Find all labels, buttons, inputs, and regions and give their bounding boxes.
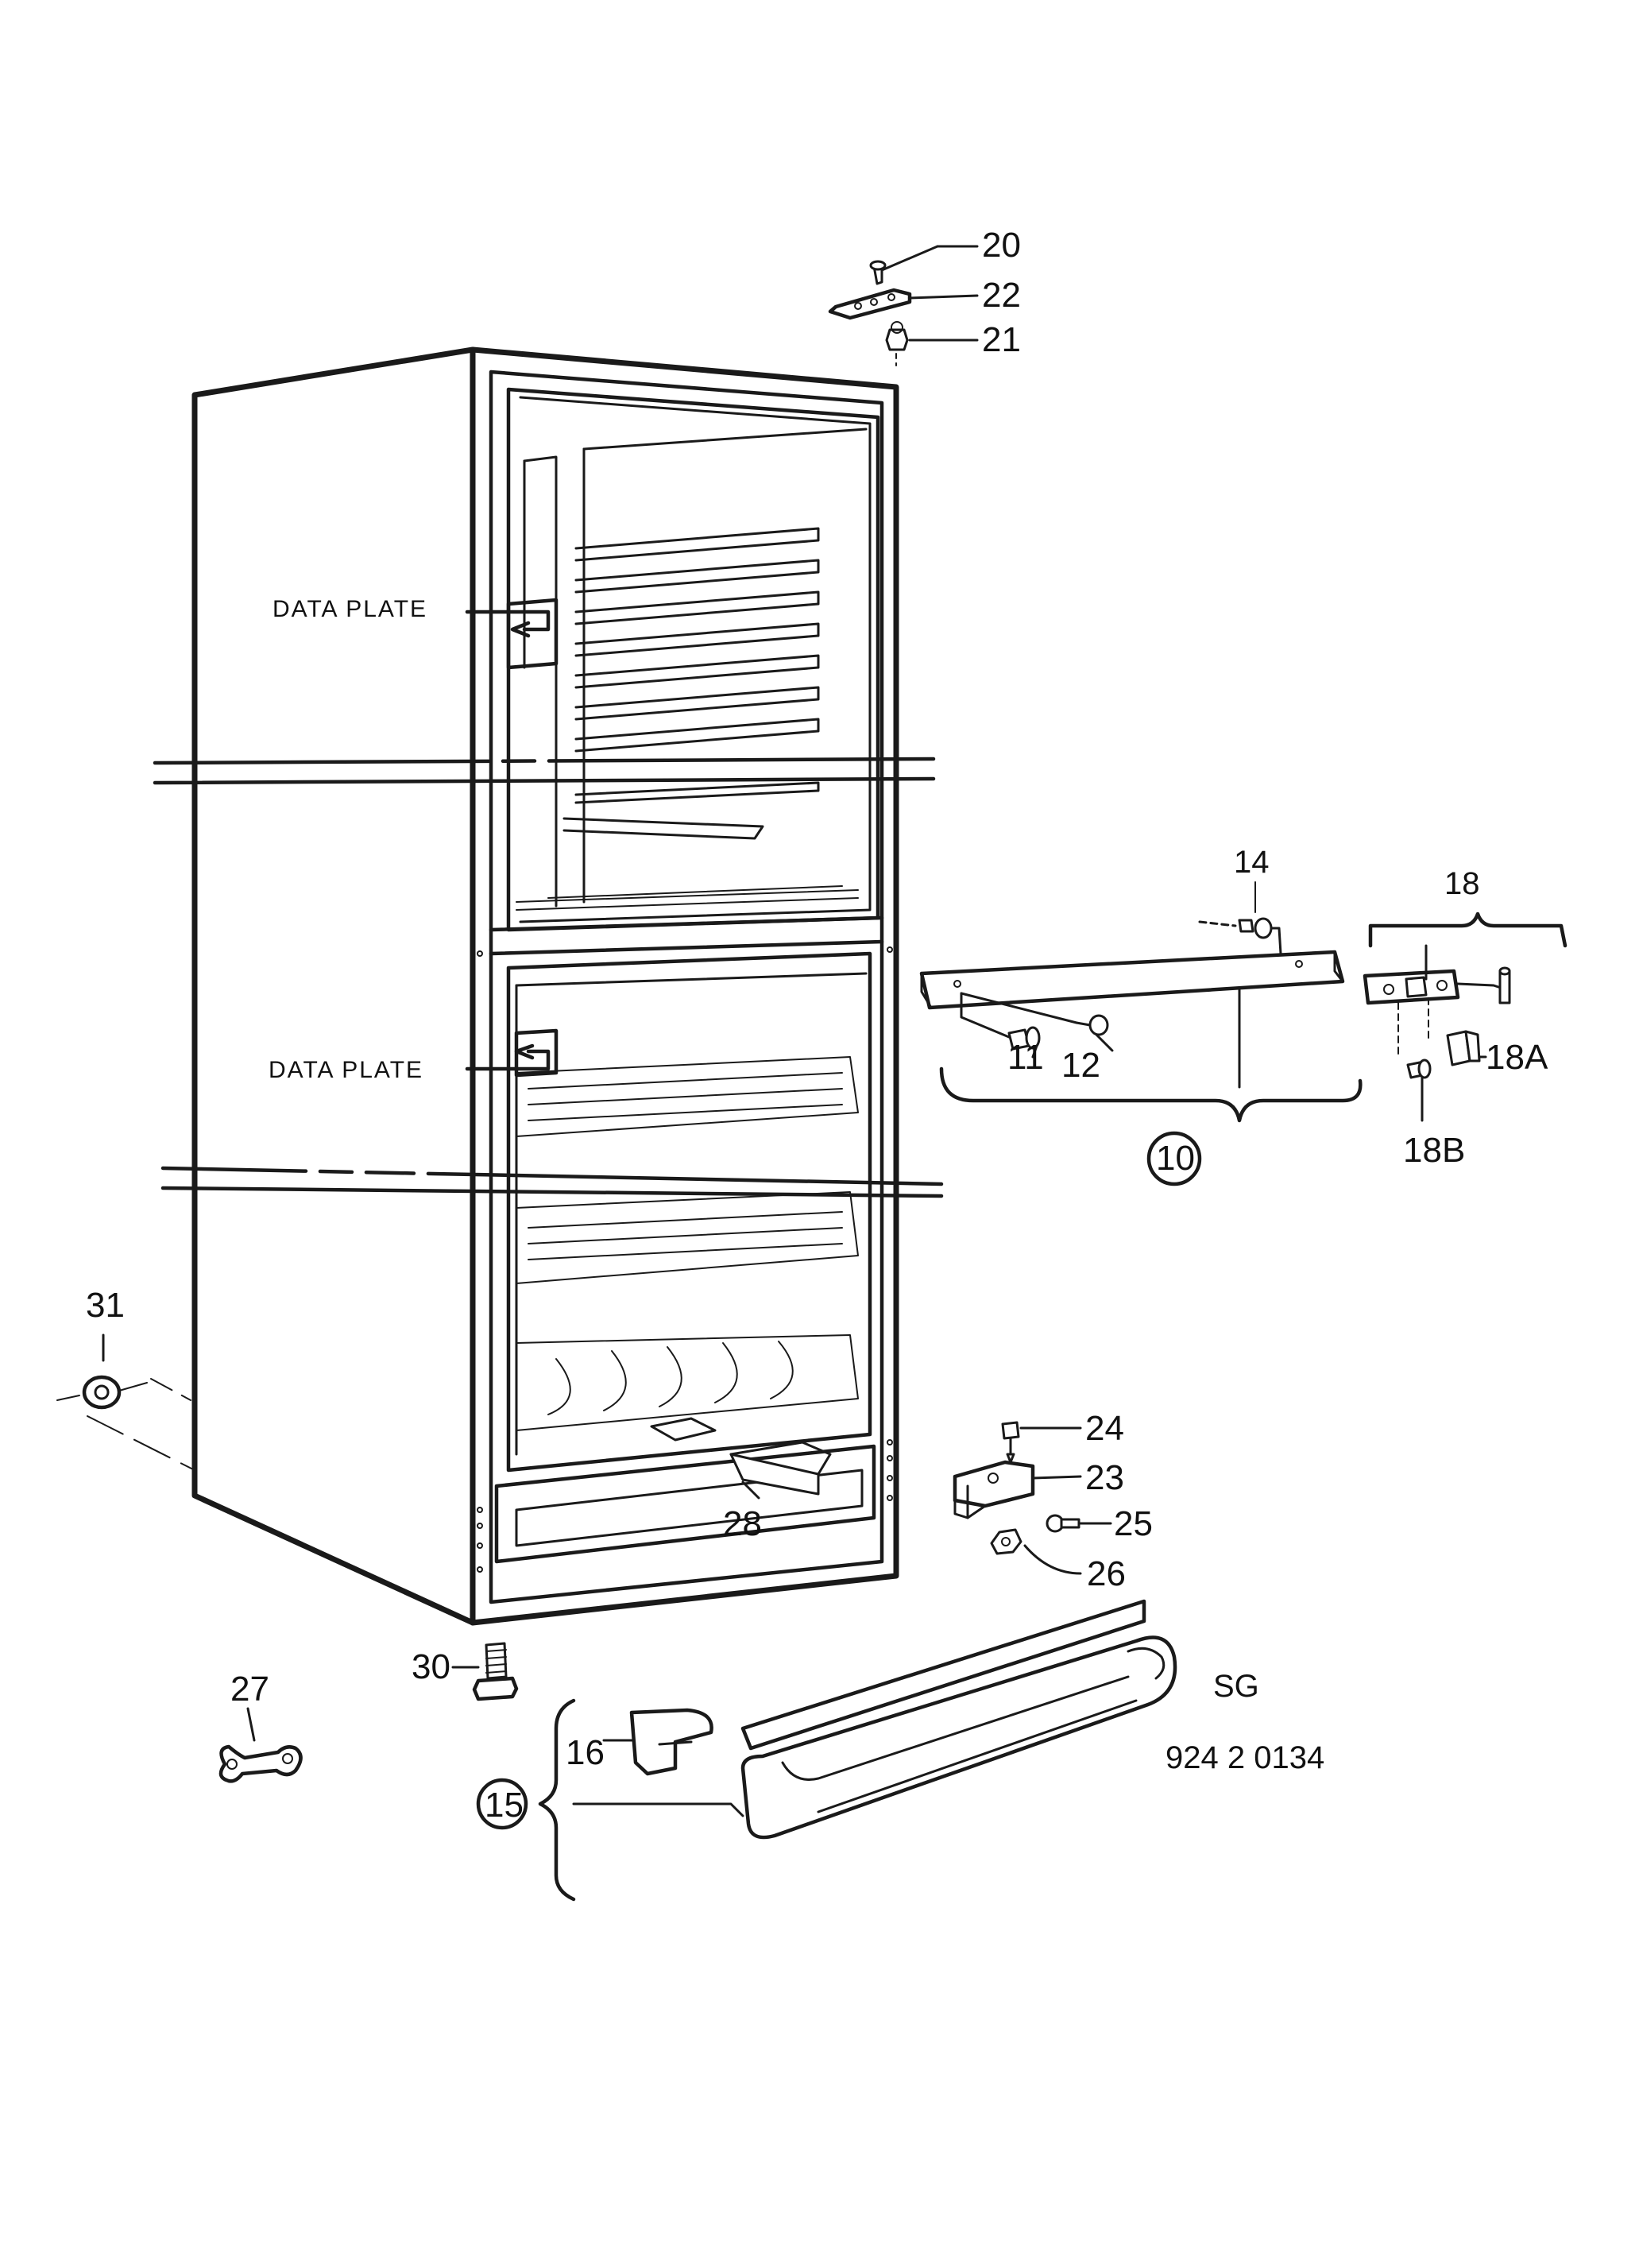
callout-22: 22: [982, 276, 1021, 315]
callout-30: 30: [412, 1647, 450, 1686]
upper-compartment-liner: [506, 428, 868, 911]
callout-14: 14: [1234, 845, 1270, 880]
callout-31: 31: [86, 1286, 125, 1325]
lower-hinge-group: [953, 1421, 1112, 1575]
hinge-assembly-18: [1363, 911, 1567, 1122]
callout-25: 25: [1114, 1504, 1153, 1543]
levelling-foot-30: [451, 1642, 519, 1701]
data-plate-label-upper: DATA PLATE: [273, 596, 427, 622]
callout-18: 18: [1444, 866, 1480, 901]
callout-10: 10: [1156, 1139, 1195, 1178]
callout-15: 15: [485, 1786, 524, 1825]
callout-26: 26: [1087, 1554, 1126, 1593]
data-plate-label-lower: DATA PLATE: [269, 1057, 423, 1083]
callout-12: 12: [1061, 1046, 1100, 1085]
callout-23: 23: [1085, 1458, 1124, 1497]
model-code: SG: [1213, 1669, 1259, 1704]
callout-20: 20: [982, 226, 1021, 265]
foot-pad-31: [56, 1333, 195, 1471]
drawing-number: 924 2 0134: [1165, 1740, 1324, 1775]
door-handle-15: [476, 1599, 1177, 1902]
break-lines: [153, 757, 944, 1198]
callout-16: 16: [566, 1733, 605, 1772]
callout-11: 11: [1007, 1038, 1044, 1077]
callout-28: 28: [723, 1504, 762, 1543]
spanner-27: [218, 1707, 303, 1783]
callout-24: 24: [1085, 1409, 1124, 1448]
callout-28-leader: [741, 1480, 760, 1500]
data-plate-arrows: [465, 610, 551, 1071]
top-hinge-group: [828, 245, 979, 366]
callout-18B: 18B: [1403, 1131, 1465, 1170]
cabinet-body: [191, 346, 899, 1626]
lower-compartment-shelves: [514, 972, 868, 1496]
door-bar-assembly-10: [919, 881, 1363, 1186]
callout-27: 27: [230, 1670, 269, 1709]
callout-21: 21: [982, 320, 1021, 359]
callout-18A: 18A: [1486, 1038, 1548, 1077]
